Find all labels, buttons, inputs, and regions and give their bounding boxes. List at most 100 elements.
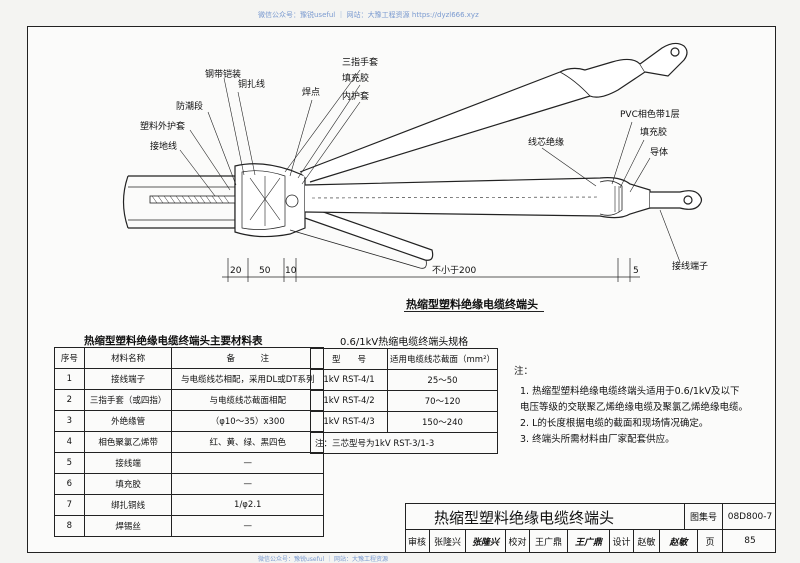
cell-remark: 红、黄、绿、黑四色: [171, 431, 324, 453]
reviewer-signature: 张隆兴: [465, 529, 505, 553]
label-ground-wire: 接地线: [150, 142, 178, 152]
materials-header-row: 序号 材料名称 备 注: [54, 347, 324, 369]
cell-remark: 与电缆线芯截面相配: [171, 389, 324, 411]
designer-name: 赵敏: [633, 529, 659, 553]
watermark-bottom: 微信公众号：豫锐useful ｜ 网站：大豫工程资源: [258, 556, 389, 563]
cell-no: 3: [54, 410, 85, 432]
cell-material: 外绝缘管: [83, 410, 173, 432]
drawing-caption: 热缩型塑料绝缘电缆终端头: [406, 298, 538, 311]
checker-name: 王广鼎: [529, 529, 567, 553]
upper-terminal-lug: [639, 42, 688, 77]
reviewer-name: 张隆兴: [429, 529, 465, 553]
glove-body: [234, 163, 306, 238]
label-terminal: 接线端子: [672, 262, 709, 272]
cell-remark: —: [171, 452, 324, 474]
header-section: 适用电缆线芯截面（mm²）: [387, 348, 498, 370]
middle-terminal-lug: [650, 190, 703, 210]
check-label: 校对: [505, 529, 529, 553]
review-label: 审核: [407, 537, 426, 548]
watermark-top: 微信公众号：豫锐useful ｜ 网站：大豫工程资源 https://dyzl6…: [258, 11, 479, 19]
cell-remark: （φ10～35）x300: [171, 410, 324, 432]
notes-heading: 注：: [514, 366, 534, 377]
header-no: 序号: [54, 347, 85, 369]
dim-50: 50: [259, 266, 271, 276]
designer-signature: 赵敏: [659, 529, 697, 553]
cell-no: 2: [54, 389, 85, 411]
label-inner-sheath: 内护套: [342, 92, 370, 102]
drawing-caption-underline: [404, 311, 544, 312]
page-number: 85: [722, 529, 777, 553]
cell-section: 25～50: [387, 369, 498, 391]
label-core-insulation: 线芯绝缘: [528, 138, 565, 148]
cell-model: 1kV RST-4/1: [310, 369, 388, 391]
dim-min-200: 不小于200: [432, 266, 477, 276]
note-line: 电压等级的交联聚乙烯绝缘电缆及聚氯乙烯绝缘电缆。: [520, 402, 749, 413]
title-block-title: 热缩型塑料绝缘电缆终端头: [434, 509, 615, 527]
note-line: 1. 热缩型塑料绝缘电缆终端头适用于0.6/1kV及以下: [520, 386, 740, 397]
cell-remark: 1/φ2.1: [171, 494, 324, 516]
cell-section: 150～240: [387, 411, 498, 433]
dim-10: 10: [285, 266, 297, 276]
label-conductor: 导体: [650, 148, 669, 158]
note-line: 3. 终端头所需材料由厂家配套供应。: [520, 434, 675, 445]
cell-model: 1kV RST-4/2: [310, 390, 388, 412]
materials-table-title: 热缩型塑料绝缘电缆终端头主要材料表: [84, 335, 263, 347]
label-steel-armor: 钢带铠装: [205, 70, 242, 80]
cell-remark: —: [171, 515, 324, 537]
cell-no: 1: [54, 368, 85, 390]
label-moisture-block: 防潮段: [176, 102, 204, 112]
title-block-divider: [406, 529, 775, 530]
cell-section: 70～120: [387, 390, 498, 412]
cell-remark: 与电缆线芯相配，采用DL或DT系列: [171, 368, 324, 390]
spec-footnote: 注：三芯型号为1kV RST-3/1-3: [310, 432, 498, 454]
spec-header-row: 型 号 适用电缆线芯截面（mm²）: [310, 348, 498, 370]
cell-no: 6: [54, 473, 85, 495]
spec-table-title: 0.6/1kV热缩电缆终端头规格: [340, 337, 469, 348]
cell-material: 接线端: [83, 452, 173, 474]
label-copper-tie: 铜扎线: [238, 80, 266, 90]
notes-list: 1. 热缩型塑料绝缘电缆终端头适用于0.6/1kV及以下 电压等级的交联聚乙烯绝…: [520, 384, 760, 448]
note-line: 2. L的长度根据电缆的截面和现场情况确定。: [520, 418, 709, 429]
label-solder-point: 焊点: [302, 88, 321, 98]
cell-no: 7: [54, 494, 85, 516]
dim-20: 20: [230, 266, 242, 276]
atlas-label: 图集号: [684, 504, 722, 529]
cell-no: 4: [54, 431, 85, 453]
cell-material: 焊锡丝: [83, 515, 173, 537]
label-three-finger-glove: 三指手套: [342, 58, 379, 68]
header-material: 材料名称: [83, 347, 173, 369]
label-pvc-band: PVC相色带1层: [620, 110, 680, 120]
atlas-number: 08D800-7: [722, 504, 777, 529]
checker-signature: 王广鼎: [567, 529, 609, 553]
lower-core-branch: [304, 207, 434, 261]
header-model: 型 号: [310, 348, 388, 370]
spec-footnote-row: 注：三芯型号为1kV RST-3/1-3: [310, 432, 498, 454]
dim-5: 5: [633, 266, 639, 276]
cell-remark: —: [171, 473, 324, 495]
cell-material: 相色聚氯乙烯带: [83, 431, 173, 453]
header-remark: 备 注: [171, 347, 324, 369]
cell-model: 1kV RST-4/3: [310, 411, 388, 433]
cell-material: 绑扎铜线: [83, 494, 173, 516]
label-fill-glue-left: 填充胶: [342, 74, 370, 84]
cell-material: 填充胶: [83, 473, 173, 495]
cell-material: 接线端子: [83, 368, 173, 390]
title-block: 热缩型塑料绝缘电缆终端头 图集号 08D800-7 审核 张隆兴 张隆兴 校对 …: [405, 503, 776, 553]
page-label: 页: [697, 529, 722, 553]
cell-material: 三指手套（或四指）: [83, 389, 173, 411]
cell-no: 8: [54, 515, 85, 537]
upper-core-branch: [299, 58, 646, 183]
